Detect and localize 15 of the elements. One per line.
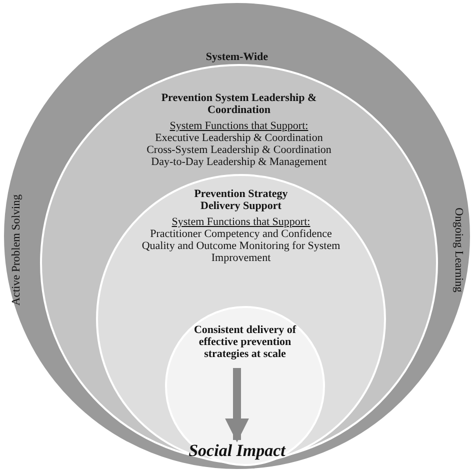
region-heading: Consistent delivery of effective prevention strategies at scale <box>192 324 298 360</box>
function-item: Practitioner Competency and Confidence <box>149 228 333 240</box>
region-heading: Prevention Strategy Delivery Support <box>193 188 289 212</box>
arrow <box>225 368 249 442</box>
region-heading: Prevention System Leadership & Coordination <box>160 92 318 116</box>
function-item: Executive Leadership & Coordination <box>154 132 324 144</box>
function-item: Day-to-Day Leadership & Management <box>150 156 328 168</box>
region-heading: System-Wide <box>204 51 270 63</box>
function-item: Quality and Outcome Monitoring for System Improvement <box>140 240 342 264</box>
side-label: Ongoing Learning <box>452 208 464 292</box>
outcome-text: Social Impact <box>137 441 337 461</box>
side-label: Active Problem Solving <box>10 194 22 306</box>
function-item: Cross-System Leadership & Coordination <box>146 144 332 156</box>
subheading: System Functions that Support: <box>170 216 312 228</box>
subheading: System Functions that Support: <box>168 120 310 132</box>
